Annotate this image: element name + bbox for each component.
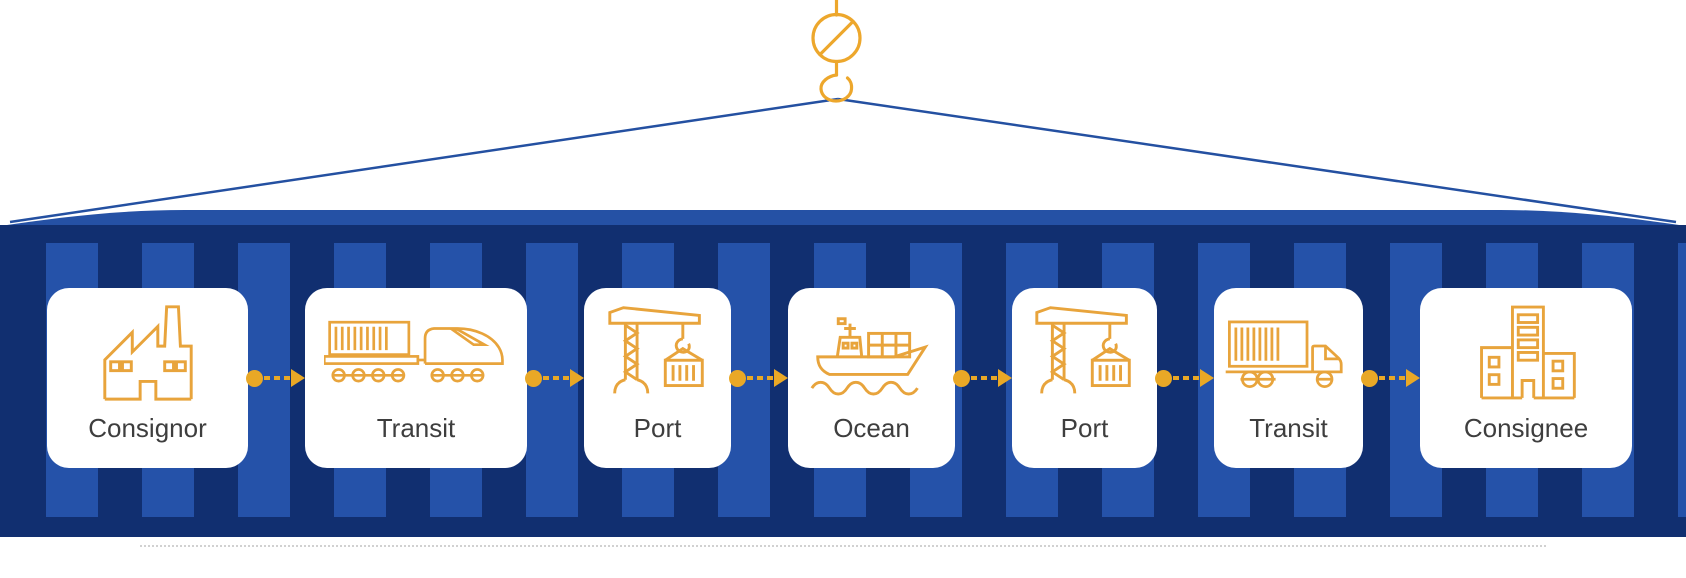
harbor-crane-icon: [1029, 288, 1141, 414]
arrowhead-icon: [291, 369, 305, 387]
node-card-port-origin: Port: [584, 288, 731, 468]
arrow-dot: [729, 369, 746, 387]
arrow-dashes: [1379, 376, 1405, 380]
arrowhead-icon: [1200, 369, 1214, 387]
harbor-crane-icon: [602, 288, 714, 414]
arrow-dashes: [1173, 376, 1199, 380]
node-card-port-destination: Port: [1012, 288, 1157, 468]
node-label: Transit: [376, 413, 456, 444]
node-label: Transit: [1249, 413, 1328, 444]
office-buildings-icon: [1468, 288, 1584, 414]
node-card-ocean: Ocean: [788, 288, 955, 468]
arrowhead-icon: [1406, 369, 1420, 387]
node-card-consignor: Consignor: [47, 288, 248, 468]
flow-arrow: [729, 288, 788, 468]
flow-arrow: [953, 288, 1012, 468]
flow-arrow: [1361, 288, 1420, 468]
node-card-consignee: Consignee: [1420, 288, 1632, 468]
arrowhead-icon: [774, 369, 788, 387]
ground-shadow: [140, 545, 1546, 547]
arrow-dot: [953, 369, 970, 387]
arrow-dot: [1361, 369, 1378, 387]
node-label: Port: [1060, 413, 1109, 444]
container-truck-icon: [1222, 288, 1356, 414]
flow-arrow: [246, 288, 305, 468]
arrow-dot: [1155, 369, 1172, 387]
arrow-dashes: [264, 376, 290, 380]
freight-train-icon: [323, 288, 509, 414]
arrowhead-icon: [570, 369, 584, 387]
node-card-transit-rail: Transit: [305, 288, 527, 468]
node-card-transit-road: Transit: [1214, 288, 1363, 468]
arrow-dashes: [971, 376, 997, 380]
factory-icon: [89, 288, 207, 414]
node-label: Port: [633, 413, 682, 444]
node-label: Ocean: [833, 413, 910, 444]
container-ship-icon: [806, 288, 938, 414]
flow-arrow: [1155, 288, 1214, 468]
arrow-dot: [246, 369, 263, 387]
arrow-dashes: [747, 376, 773, 380]
node-label: Consignor: [88, 413, 207, 444]
flow-arrow: [525, 288, 584, 468]
crane-hook-icon: [811, 0, 862, 103]
node-label: Consignee: [1463, 413, 1589, 444]
chain-steps-row: Consignor: [47, 288, 1632, 468]
cable-lines: [9, 97, 1677, 224]
arrowhead-icon: [998, 369, 1012, 387]
arrow-dot: [525, 369, 542, 387]
arrow-dashes: [543, 376, 569, 380]
